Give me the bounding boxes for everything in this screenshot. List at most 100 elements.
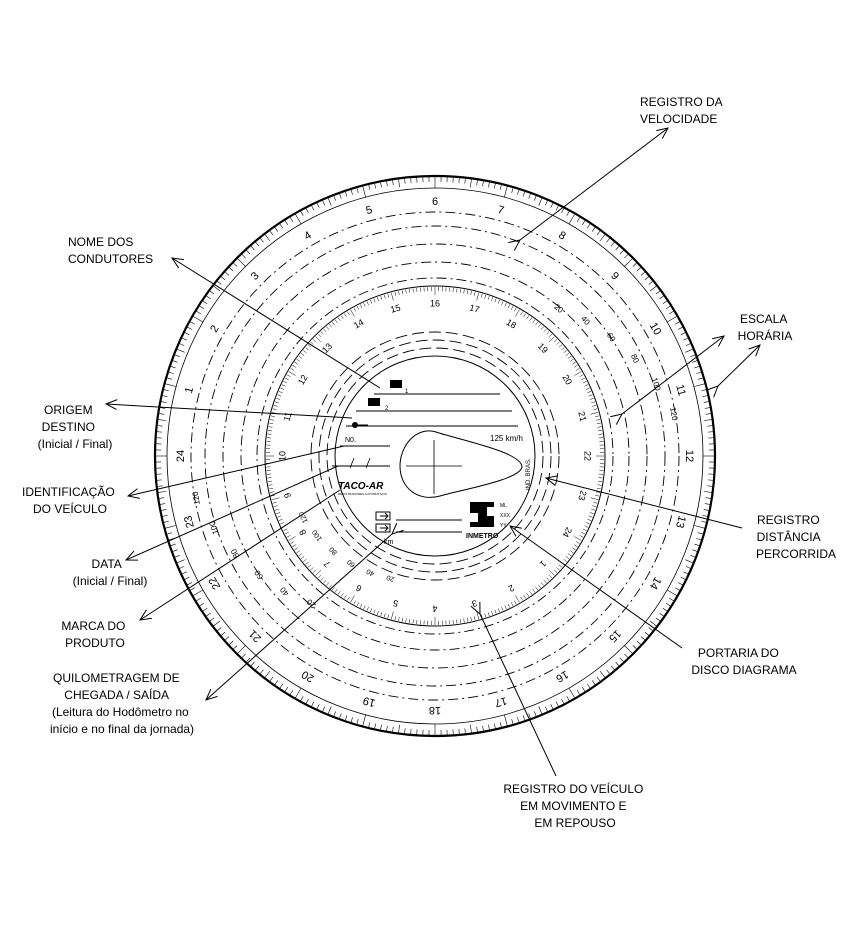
outer-tick: [275, 227, 278, 231]
outer-tick: [649, 281, 653, 284]
inner-tick: [576, 368, 579, 370]
inner-tick: [586, 522, 590, 524]
callout-condutores: [172, 258, 380, 388]
inner-tick: [495, 610, 496, 614]
inner-tick: [354, 308, 356, 312]
inner-tick: [554, 570, 557, 573]
speed-max-label: 125 km/h: [490, 434, 523, 443]
inner-tick: [590, 398, 594, 399]
outer-tick: [242, 254, 245, 258]
outer-tick: [483, 181, 484, 186]
outer-tick: [556, 206, 558, 210]
inner-tick: [276, 398, 280, 399]
outer-tick: [707, 486, 712, 487]
outer-tick: [569, 214, 575, 224]
inner-tick: [364, 303, 366, 307]
outer-hour-label: 3: [249, 270, 262, 283]
inner-hour-label: 1: [538, 559, 549, 570]
distance-ring: [311, 332, 559, 580]
inner-hour-label: 15: [389, 302, 401, 314]
inner-tick: [538, 324, 541, 327]
inner-tick: [398, 617, 399, 621]
outer-tick: [158, 426, 163, 427]
inner-tick: [508, 604, 510, 608]
outer-tick: [221, 277, 225, 280]
speed-label: 80: [229, 547, 241, 559]
outer-tick: [694, 525, 705, 528]
callout-lines: [106, 128, 760, 776]
outer-tick: [465, 179, 466, 184]
inner-tick: [406, 290, 407, 294]
outer-hour-label: 5: [365, 204, 374, 217]
inner-tick: [587, 391, 591, 393]
brand-logo: TACO-AR: [338, 481, 384, 492]
outer-tick: [633, 645, 637, 648]
inner-hour-label: 12: [296, 373, 310, 387]
speed-ring: [257, 278, 613, 634]
inner-tick: [310, 342, 313, 345]
outer-tick: [504, 715, 507, 726]
inner-hour-label: 16: [430, 298, 440, 308]
outer-tick: [270, 231, 273, 235]
inner-tick: [516, 595, 520, 602]
inner-hour-label: 24: [560, 525, 574, 539]
outer-tick: [500, 185, 501, 190]
inner-tick: [329, 324, 332, 327]
inner-tick: [559, 345, 562, 348]
outer-tick: [633, 263, 637, 266]
outer-tick: [675, 588, 679, 590]
speed-ring: [191, 212, 679, 700]
outer-tick: [369, 185, 370, 190]
outer-hour-label: 12: [683, 450, 695, 462]
outer-hour-label: 11: [673, 383, 688, 397]
inner-hour-label: 20: [560, 373, 574, 387]
inner-tick: [391, 293, 393, 301]
inner-tick: [283, 381, 287, 383]
inner-tick: [308, 565, 311, 568]
inner-tick: [564, 559, 567, 562]
inner-speed-label: 120: [298, 510, 309, 524]
outer-tick: [694, 384, 705, 387]
outer-tick: [251, 662, 254, 666]
inner-tick: [501, 607, 503, 611]
inner-tick: [593, 502, 597, 503]
outer-tick: [600, 671, 605, 677]
outer-tick: [317, 704, 319, 709]
inner-tick: [595, 416, 599, 417]
outer-tick: [290, 217, 293, 221]
inner-tick: [297, 551, 300, 553]
outer-tick: [363, 715, 366, 726]
outer-tick: [161, 402, 166, 403]
outer-tick: [698, 533, 703, 534]
outer-hour-label: 9: [608, 270, 621, 283]
inner-tick: [587, 519, 591, 521]
outer-tick: [512, 719, 513, 724]
outer-tick: [534, 196, 536, 201]
inner-tick: [324, 580, 327, 583]
inner-tick: [585, 385, 589, 387]
outer-tick: [656, 291, 660, 294]
outer-tick: [290, 690, 293, 694]
inner-tick: [341, 315, 343, 318]
inner-tick: [460, 619, 461, 623]
outer-tick: [692, 550, 697, 552]
inner-tick: [566, 353, 569, 355]
outer-tick: [523, 715, 525, 720]
inner-tick: [301, 353, 304, 355]
inner-tick: [347, 312, 349, 315]
tacho-disc: 678910111213141516171819202122232412345 …: [155, 176, 715, 736]
outer-tick: [381, 182, 382, 187]
inner-tick: [557, 567, 560, 570]
outer-tick: [683, 338, 688, 340]
outer-hour-label: 16: [554, 668, 571, 685]
outer-tick: [214, 621, 220, 626]
inner-tick: [357, 602, 359, 606]
outer-tick: [645, 632, 649, 635]
outer-tick: [669, 598, 673, 601]
inner-tick: [344, 595, 346, 598]
inner-tick: [377, 611, 378, 615]
outer-tick: [703, 396, 708, 397]
outer-hour-label: 20: [300, 668, 317, 685]
inner-tick: [580, 375, 584, 377]
